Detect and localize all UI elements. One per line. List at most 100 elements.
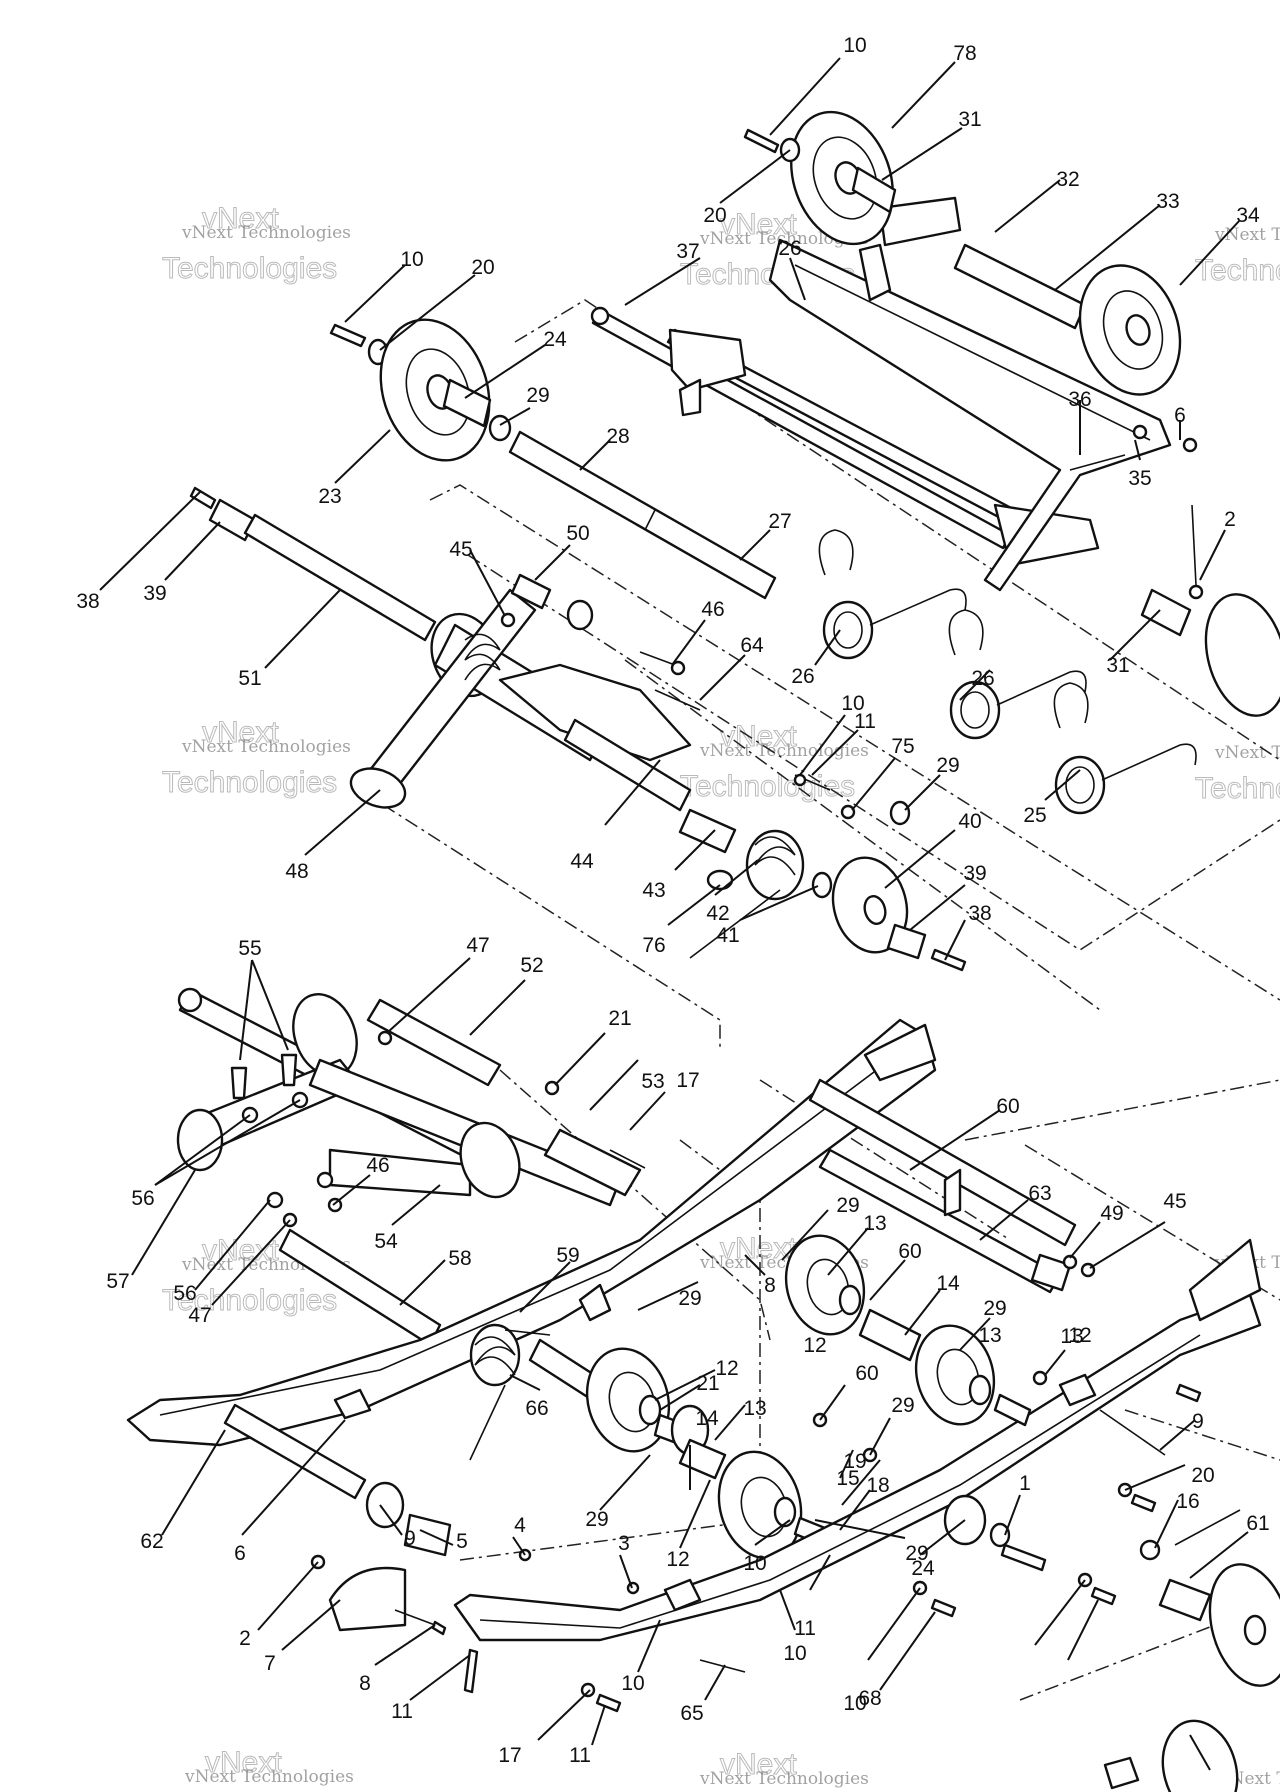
torsion-springs: [818, 529, 1197, 815]
assembly-guide-lines: [359, 299, 1280, 1701]
callout-number: 58: [448, 1247, 471, 1270]
washer-29: [488, 414, 512, 442]
washer-20: [989, 1522, 1011, 1548]
nut-47: [377, 1030, 393, 1046]
callout-number: 33: [1156, 190, 1179, 213]
shaft-end: [177, 987, 203, 1013]
rear-arm-assembly: [590, 110, 1280, 717]
callout-number: 20: [703, 204, 726, 227]
spacer-39: [886, 923, 927, 960]
callout-number: 39: [963, 862, 986, 885]
callout-number: 36: [1068, 388, 1091, 411]
bushing-loop-2: [459, 1121, 521, 1199]
bushing-43: [678, 808, 737, 854]
callout-number: 1: [1019, 1472, 1031, 1495]
callout-number: 2: [1224, 508, 1236, 531]
callout-number: 43: [642, 879, 665, 902]
callout-number: 11: [854, 710, 876, 733]
washer-41: [811, 871, 833, 899]
callout-number: 8: [764, 1274, 776, 1297]
callout-number: 14: [695, 1407, 719, 1430]
callout-number: 52: [520, 954, 543, 977]
callout-number: 29: [936, 754, 959, 777]
callout-number: 65: [680, 1702, 703, 1725]
rail-mount: [1188, 1238, 1262, 1322]
callout-number: 9: [404, 1527, 416, 1550]
tube-27: [508, 430, 777, 600]
nut-9: [1032, 1370, 1048, 1386]
callout-number: 9: [1192, 1410, 1204, 1433]
watermark-group: vNext vNext Technologies Technologies vN…: [162, 202, 1280, 1790]
callout-number: 56: [131, 1187, 154, 1210]
mount-plate-foot: [858, 243, 892, 302]
shaft-51: [243, 513, 437, 642]
nut-75: [840, 804, 856, 820]
spring-25-coil: [1054, 755, 1106, 815]
callout-number: 29: [585, 1508, 608, 1531]
shaft-63: [808, 1078, 1077, 1247]
bracket-left: [668, 328, 747, 392]
wheel-hub: [638, 1394, 662, 1426]
callout-number: 63: [1028, 1182, 1051, 1205]
callout-number: 53: [641, 1070, 664, 1093]
callout-number: 13: [863, 1212, 886, 1235]
wheel-right-edge: [1204, 593, 1280, 717]
callout-number: 37: [676, 240, 699, 263]
callout-number: 31: [958, 108, 981, 131]
callout-number: 19: [843, 1450, 866, 1473]
shaft-16: [223, 1403, 367, 1500]
callout-number: 54: [374, 1230, 398, 1253]
callout-number: 5: [456, 1530, 468, 1553]
bushing: [1030, 1253, 1072, 1292]
washer-76: [706, 869, 734, 891]
washer-29: [1139, 1539, 1161, 1561]
callout-number: 56: [173, 1282, 196, 1305]
shaft-end: [590, 306, 610, 326]
callout-number: 28: [606, 425, 629, 448]
bolt-10: [595, 1693, 622, 1713]
rail-tab: [663, 1578, 702, 1612]
watermark-text: vNext Technologies: [1214, 743, 1280, 763]
bolt-10: [329, 323, 367, 348]
watermark-logo-text: Technologies: [1195, 772, 1280, 805]
watermark-logo-text: Technologies: [162, 1284, 337, 1317]
wheel-hub: [838, 1284, 862, 1316]
part-68: [1103, 1756, 1140, 1790]
shaft-44: [563, 718, 692, 812]
callout-number: 27: [768, 510, 791, 533]
bolt-38: [930, 948, 967, 972]
callout-number: 34: [1236, 204, 1260, 227]
bolt-2: [1188, 584, 1204, 600]
watermark-text: vNext Technologies: [181, 737, 351, 757]
bolt-8: [1175, 1383, 1202, 1403]
callout-number: 11: [794, 1617, 816, 1640]
wheel-hub: [1243, 1614, 1267, 1646]
rail-tab: [333, 1388, 372, 1420]
shock-assembly: [189, 486, 701, 812]
wheel-hub: [968, 1374, 992, 1406]
callout-number: 29: [905, 1542, 928, 1565]
callout-number: 78: [953, 42, 976, 65]
callout-number: 32: [1056, 168, 1079, 191]
watermark-logo-text: vNext: [720, 208, 797, 241]
callout-number: 23: [318, 485, 341, 508]
callout-number: 59: [556, 1244, 579, 1267]
bolt-17: [1000, 1543, 1047, 1572]
wheel-hub: [1125, 314, 1151, 346]
callout-number: 60: [898, 1240, 921, 1263]
bolt-55: [230, 1066, 248, 1100]
callout-number: 68: [858, 1687, 881, 1710]
bolt-10: [1090, 1586, 1117, 1606]
callout-number: 7: [264, 1652, 276, 1675]
wheel-lower-right: [1208, 1563, 1280, 1687]
bolt-10: [1130, 1493, 1157, 1513]
callout-number: 29: [526, 384, 549, 407]
bushing-53: [543, 1128, 642, 1197]
leader-lines: [99, 57, 1249, 1771]
callout-number: 29: [983, 1297, 1006, 1320]
callout-number: 41: [716, 924, 739, 947]
bolt-10: [793, 773, 807, 787]
callout-number: 12: [803, 1334, 826, 1357]
screw-3: [431, 1620, 447, 1636]
